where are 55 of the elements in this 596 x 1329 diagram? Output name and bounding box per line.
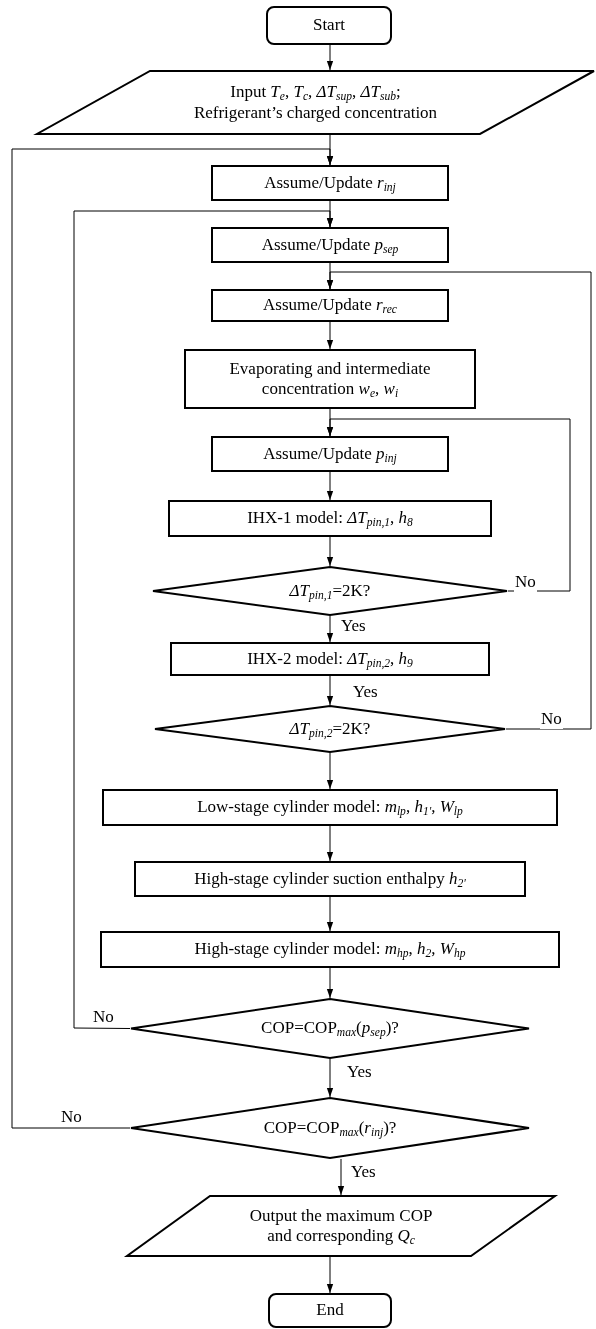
node-text: Low-stage cylinder model: m$_{lp}$, h$_{1'}$, W$_{lp}$ [197,797,463,818]
arrow [11,148,334,1129]
arrow [326,967,334,999]
node-text: High-stage cylinder suction enthalpy h$_{2'}$ [194,868,466,890]
input-output-parallelogram [36,70,595,135]
arrow [326,896,334,932]
arrow [326,825,334,862]
arrow [326,471,334,501]
terminal-shape [266,6,392,45]
terminal-shape [268,1293,392,1328]
arrow [326,752,334,790]
process-box [184,349,476,409]
edge-label: No [540,710,563,729]
arrow [326,44,334,71]
node-text: IHX-1 model: ΔT$_{pin,1}$, h$_{8}$ [247,508,413,529]
node-text: IHX-2 model: ΔT$_{pin,2}$, h$_{9}$ [247,648,413,670]
input-output-parallelogram [126,1195,556,1257]
node-text: Assume/Update r$_{rec}$ [263,295,397,316]
process-box [211,227,449,263]
arrow [73,210,334,1029]
process-box [170,642,490,676]
arrow [326,536,334,567]
node-text: COP=COP$_{max}$(p$_{sep}$)? [261,1018,399,1039]
node-text: Evaporating and intermediate concentration w$_{e}$, w$_{i}$ [228,358,432,400]
arrow [326,271,592,730]
decision-diamond [154,705,506,753]
node-text: ΔT$_{pin,1}$=2K? [289,580,371,602]
process-box [211,289,449,322]
edge-label: No [514,573,537,592]
arrow [326,675,334,706]
decision-diamond [130,1097,530,1159]
node-text: ΔT$_{pin,2}$=2K? [289,718,371,740]
arrow [326,615,334,643]
process-box [211,436,449,472]
arrow [326,1256,334,1294]
node-text: End [316,1300,344,1321]
decision-diamond [152,566,508,616]
node-text: Assume/Update r$_{inj}$ [264,172,396,194]
process-box [134,861,526,897]
arrow [326,418,571,592]
node-text: Assume/Update p$_{inj}$ [263,443,397,465]
decision-diamond [130,998,530,1059]
node-text: COP=COP$_{max}$(r$_{inj}$)? [263,1117,397,1139]
arrow [326,321,334,350]
process-box [168,500,492,537]
node-text: High-stage cylinder model: m$_{hp}$, h$_{2}$, W$_{hp}$ [194,939,466,960]
process-box [100,931,560,968]
node-text: Start [312,15,346,36]
arrow [326,1058,334,1098]
process-box [102,789,558,826]
process-box [211,165,449,201]
node-text: Output the maximum COP and corresponding Q$_{c}$ [248,1205,434,1247]
node-text: Input T$_{e}$, T$_{c}$, ΔT$_{sup}$, ΔT$_{sub}$; Refrigerant’s charged concentration [192,82,439,123]
node-text: Assume/Update p$_{sep}$ [261,234,399,256]
arrow [337,1158,345,1196]
